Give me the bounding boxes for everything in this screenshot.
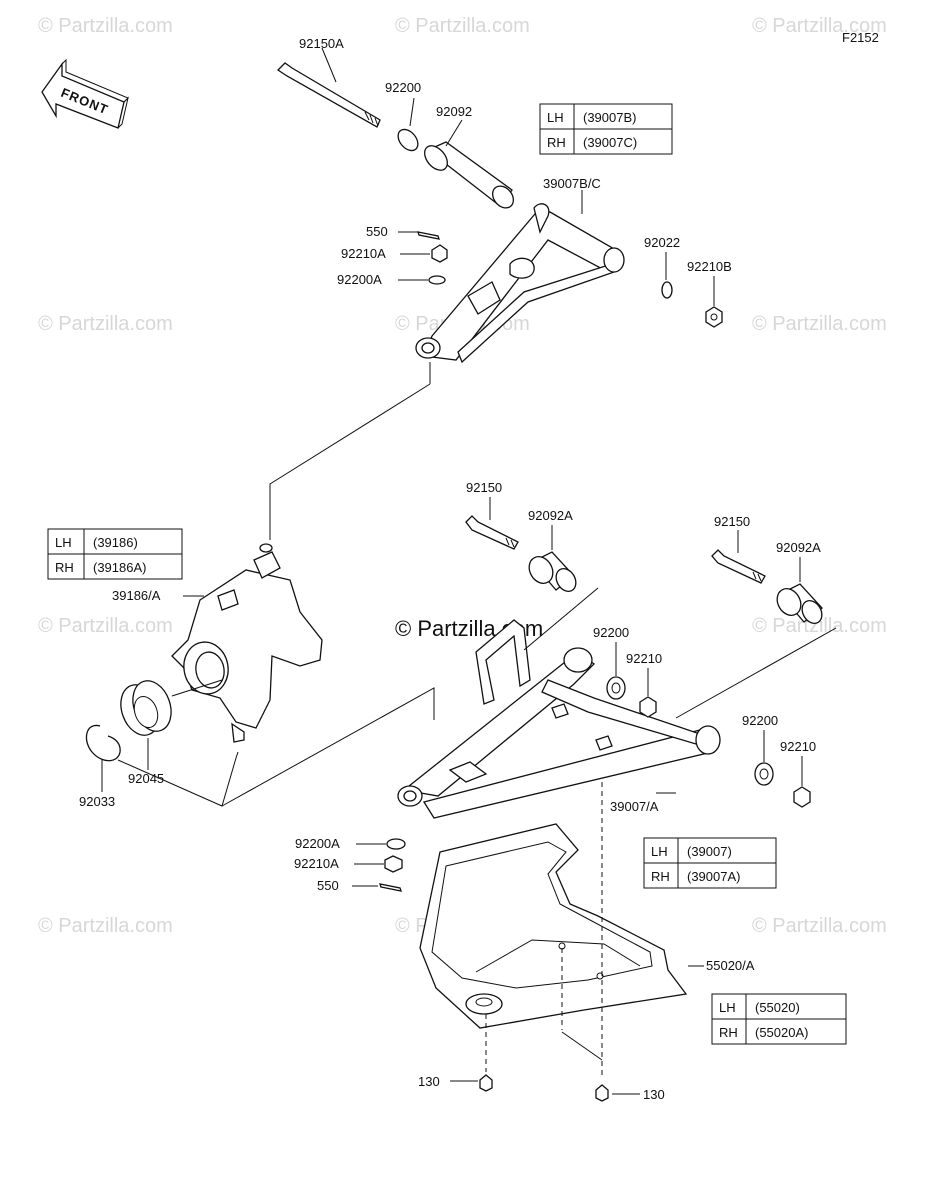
watermark: © Partzilla.com (752, 915, 887, 937)
callout-92092: 92092 (436, 104, 472, 119)
watermark: © Partzilla.com (752, 313, 887, 335)
table-part: (39007C) (583, 135, 637, 150)
callout-92200-right: 92200 (742, 713, 778, 728)
circlip (85, 724, 121, 762)
steering-knuckle (171, 543, 323, 743)
callout-39007A: 39007/A (610, 799, 659, 814)
table-side: LH (719, 1000, 736, 1015)
table-lower-arm: LH (39007) RH (39007A) (643, 837, 777, 889)
table-part: (39186A) (93, 560, 146, 575)
leader-lines (101, 47, 837, 1095)
watermark: © Partzilla.com (752, 615, 887, 637)
watermark: © Partzilla.com (752, 15, 887, 37)
callout-92200-mid: 92200 (593, 625, 629, 640)
callout-92210-right: 92210 (780, 739, 816, 754)
table-side: LH (547, 110, 564, 125)
callout-55020A: 55020/A (706, 958, 755, 973)
table-knuckle: LH (39186) RH (39186A) (47, 528, 183, 580)
upper-washer (397, 128, 419, 152)
callout-130-right: 130 (643, 1087, 665, 1102)
watermark: © Partzilla.com (38, 615, 173, 637)
table-side: RH (55, 560, 74, 575)
callout-92092A-left: 92092A (528, 508, 573, 523)
callout-92200A-top: 92200A (337, 272, 382, 287)
callout-92200-top: 92200 (385, 80, 421, 95)
upper-small-hardware (417, 231, 723, 328)
table-part: (39007B) (583, 110, 636, 125)
lower-bolt-right (711, 549, 766, 584)
upper-right-washer (661, 281, 673, 299)
watermark: © Partzilla.com (38, 915, 173, 937)
callout-550-top: 550 (366, 224, 388, 239)
callout-92200A-bottom: 92200A (295, 836, 340, 851)
upper-control-arm (415, 203, 625, 364)
wheel-bearing (120, 680, 172, 736)
upper-arm-bolt (276, 62, 381, 128)
callout-92210A-bottom: 92210A (294, 856, 339, 871)
lower-bushing-right (776, 583, 823, 624)
table-part: (55020A) (755, 1025, 808, 1040)
bolt-130-right (595, 1084, 609, 1102)
callout-550-bottom: 550 (317, 878, 339, 893)
table-side: RH (719, 1025, 738, 1040)
bolt-130-left (479, 1074, 493, 1092)
table-side: LH (55, 535, 72, 550)
watermark: © Partzilla.com (38, 15, 173, 37)
callout-92045: 92045 (128, 771, 164, 786)
callout-92210-mid: 92210 (626, 651, 662, 666)
skid-plate (419, 823, 688, 1029)
callout-92150-right: 92150 (714, 514, 750, 529)
callout-130-left: 130 (418, 1074, 440, 1089)
callout-92150A: 92150A (299, 36, 344, 51)
figure-code: F2152 (842, 30, 879, 45)
table-upper-arm: LH (39007B) RH (39007C) (539, 103, 673, 155)
table-part: (39007A) (687, 869, 740, 884)
lower-control-arm (397, 619, 721, 819)
table-side: LH (651, 844, 668, 859)
lower-small-hardware (379, 676, 811, 892)
callout-39186A: 39186/A (112, 588, 161, 603)
table-part: (39007) (687, 844, 732, 859)
table-guard: LH (55020) RH (55020A) (711, 993, 847, 1045)
callout-labels: 92150A 92200 92092 39007B/C 550 92210A 9… (79, 36, 821, 1102)
callout-92033: 92033 (79, 794, 115, 809)
table-part: (55020) (755, 1000, 800, 1015)
upper-bushing (424, 141, 514, 209)
callout-92022: 92022 (644, 235, 680, 250)
table-side: RH (651, 869, 670, 884)
front-arrow-icon: FRONT (41, 58, 129, 129)
watermark: © Partzilla.com (395, 15, 530, 37)
table-part: (39186) (93, 535, 138, 550)
callout-92150-left: 92150 (466, 480, 502, 495)
callout-92092A-right: 92092A (776, 540, 821, 555)
table-side: RH (547, 135, 566, 150)
callout-92210A-top: 92210A (341, 246, 386, 261)
callout-39007BC: 39007B/C (543, 176, 601, 191)
watermark: © Partzilla.com (38, 313, 173, 335)
lower-bushing-left (528, 551, 577, 592)
callout-92210B: 92210B (687, 259, 732, 274)
lower-bolt-left (465, 515, 519, 550)
